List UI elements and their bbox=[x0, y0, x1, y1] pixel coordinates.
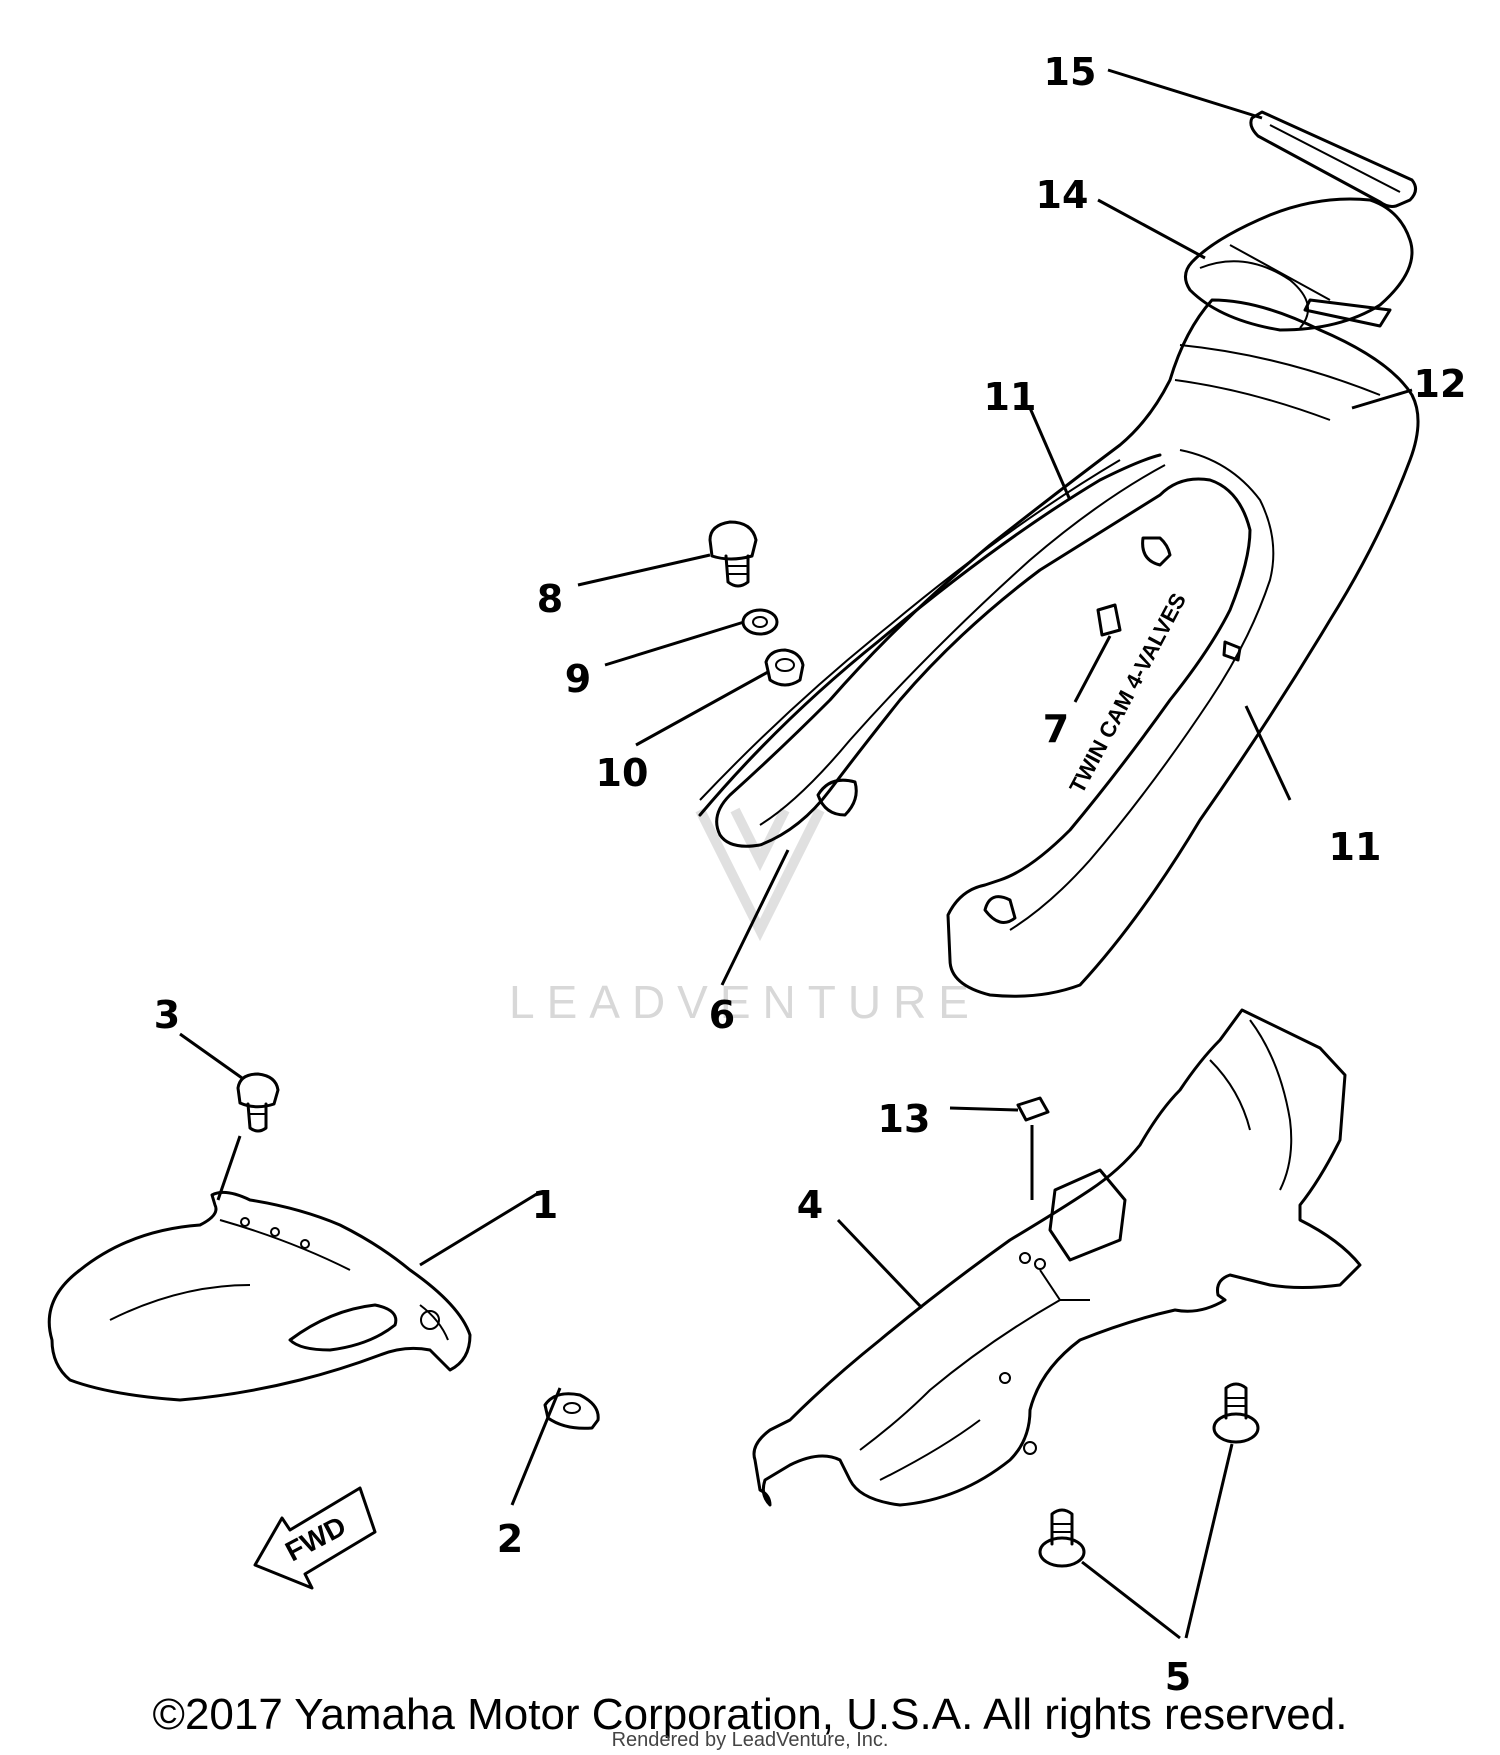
rendered-by-notice: Rendered by LeadVenture, Inc. bbox=[611, 1729, 889, 1751]
callout-10: 10 bbox=[596, 751, 649, 795]
part-11-rail bbox=[698, 453, 1162, 817]
callout-8: 8 bbox=[537, 577, 563, 621]
part-3-bolt bbox=[236, 1072, 280, 1133]
leader-lines bbox=[179, 68, 1413, 1640]
callout-14: 14 bbox=[1036, 173, 1089, 217]
watermark-text: LEADVENTURE bbox=[509, 976, 981, 1028]
part-5-bolt-right bbox=[1212, 1382, 1260, 1444]
part-12-emblem bbox=[1303, 298, 1392, 328]
part-5-bolt-left bbox=[1038, 1508, 1086, 1568]
callout-13: 13 bbox=[878, 1097, 931, 1141]
fwd-arrow: FWD bbox=[253, 1486, 377, 1590]
callout-5: 5 bbox=[1165, 1655, 1191, 1699]
part-9-washer bbox=[741, 608, 779, 636]
callout-labels: 15 14 12 11 11 8 9 10 7 6 3 1 13 4 2 5 bbox=[154, 50, 1467, 1699]
copyright-notice: ©2017 Yamaha Motor Corporation, U.S.A. A… bbox=[152, 1690, 1348, 1739]
callout-6: 6 bbox=[709, 993, 735, 1037]
part-11-tail-cowl: TWIN CAM 4-VALVES bbox=[715, 298, 1420, 998]
part-13-clip bbox=[1016, 1096, 1050, 1122]
callout-11-upper: 11 bbox=[984, 375, 1037, 419]
part-8-bolt bbox=[708, 520, 758, 588]
callout-1: 1 bbox=[532, 1183, 558, 1227]
callout-11-lower: 11 bbox=[1329, 825, 1382, 869]
part-15-band bbox=[1249, 110, 1417, 208]
part-14-cover bbox=[1184, 197, 1414, 332]
part-4-rear-fender bbox=[752, 1008, 1362, 1507]
watermark: LEADVENTURE bbox=[509, 807, 981, 1028]
fwd-label: FWD bbox=[280, 1510, 351, 1567]
callout-2: 2 bbox=[497, 1517, 523, 1561]
part-10-grommet bbox=[764, 648, 805, 687]
callout-7: 7 bbox=[1043, 707, 1069, 751]
callout-15: 15 bbox=[1044, 50, 1097, 94]
part-2-clip bbox=[543, 1392, 600, 1430]
callout-9: 9 bbox=[565, 657, 591, 701]
part-1-front-fender bbox=[47, 1190, 472, 1402]
decal-text: TWIN CAM 4-VALVES bbox=[1064, 589, 1191, 798]
part-7-clip bbox=[1096, 603, 1122, 637]
callout-4: 4 bbox=[797, 1183, 823, 1227]
callout-12: 12 bbox=[1414, 362, 1467, 406]
callout-3: 3 bbox=[154, 993, 180, 1037]
